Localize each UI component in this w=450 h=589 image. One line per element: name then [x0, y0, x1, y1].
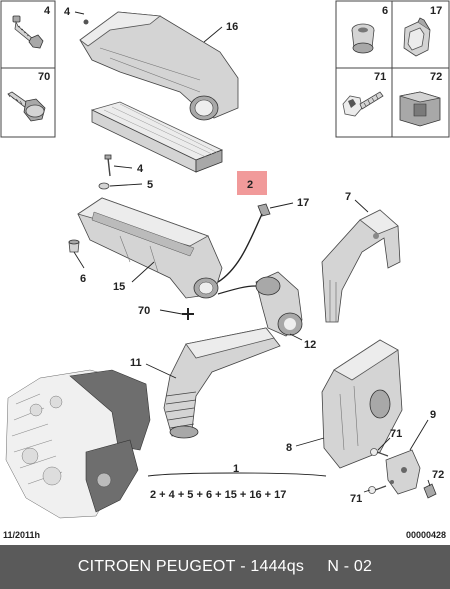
legend-label-72: 72	[430, 71, 442, 83]
callout-9: 9	[430, 409, 436, 421]
bolt-icon	[12, 15, 44, 49]
flange-bolt-icon	[7, 91, 46, 122]
callout-11: 11	[130, 357, 142, 369]
bracket-7	[321, 209, 401, 323]
air-filter-element	[90, 101, 224, 173]
elbow-duct-12	[255, 271, 303, 337]
engine-illustration	[5, 369, 151, 519]
callout-15: 15	[113, 281, 125, 293]
intake-duct-11	[163, 327, 281, 439]
callout-2-highlight	[237, 171, 267, 195]
footer-part-number: 1444qs	[250, 558, 305, 575]
grommet-icon	[351, 23, 375, 54]
callout-6-mid: 6	[80, 273, 86, 285]
callout-4-top: 4	[64, 6, 71, 18]
callout-71-top: 71	[390, 428, 402, 440]
callout-12: 12	[304, 339, 316, 351]
screw-70	[182, 308, 194, 320]
parts-diagram: 4 70 6 17	[0, 0, 450, 519]
callout-71-bottom: 71	[350, 493, 362, 505]
callout-1: 1	[233, 463, 239, 475]
date-code: 11/2011h	[3, 530, 41, 540]
callout-5: 5	[147, 179, 153, 191]
clip-17	[217, 203, 271, 283]
clip-icon	[403, 17, 431, 57]
kit-formula: 2 + 4 + 5 + 6 + 15 + 16 + 17	[150, 489, 286, 501]
legend-box-6: 6	[335, 0, 393, 69]
legend-box-17: 17	[391, 0, 450, 69]
legend-label-6: 6	[382, 5, 388, 17]
callout-17-mid: 17	[297, 197, 309, 209]
screw-icon	[342, 91, 384, 117]
callout-72-mid: 72	[432, 469, 444, 481]
footer-bar: CITROEN PEUGEOT - 1444qs N - 02	[0, 545, 450, 589]
legend-box-70: 70	[0, 67, 56, 138]
callout-4-mid: 4	[137, 163, 144, 175]
resonator-8	[321, 339, 403, 469]
footer-diagram-ref: N - 02	[327, 558, 373, 575]
diagram-code: 00000428	[405, 530, 446, 540]
screw-71-top	[370, 448, 389, 457]
screw-71-bottom	[368, 485, 387, 494]
callout-8: 8	[286, 442, 292, 454]
mount-72	[423, 483, 437, 499]
grommet-5	[98, 182, 110, 190]
callout-16: 16	[226, 21, 238, 33]
screw-4	[104, 154, 112, 177]
legend-box-4: 4	[0, 0, 56, 69]
footer-brand: CITROEN PEUGEOT	[77, 558, 236, 575]
footer-spacer	[304, 558, 327, 576]
callout-70-mid: 70	[138, 305, 150, 317]
legend-label-71: 71	[374, 71, 386, 83]
grommet-6	[68, 239, 80, 253]
air-filter-housing	[77, 197, 223, 299]
callout-2: 2	[247, 179, 253, 191]
legend-box-71: 71	[335, 67, 393, 138]
legend-label-70: 70	[38, 71, 50, 83]
legend-box-72: 72	[391, 67, 450, 138]
callout-7: 7	[345, 191, 351, 203]
rubber-mount-icon	[399, 91, 441, 127]
legend-label-17: 17	[430, 5, 442, 17]
footer-separator: -	[235, 558, 251, 575]
legend-label-4: 4	[44, 5, 51, 17]
air-filter-cover	[79, 11, 239, 121]
bracket-9	[385, 449, 421, 495]
